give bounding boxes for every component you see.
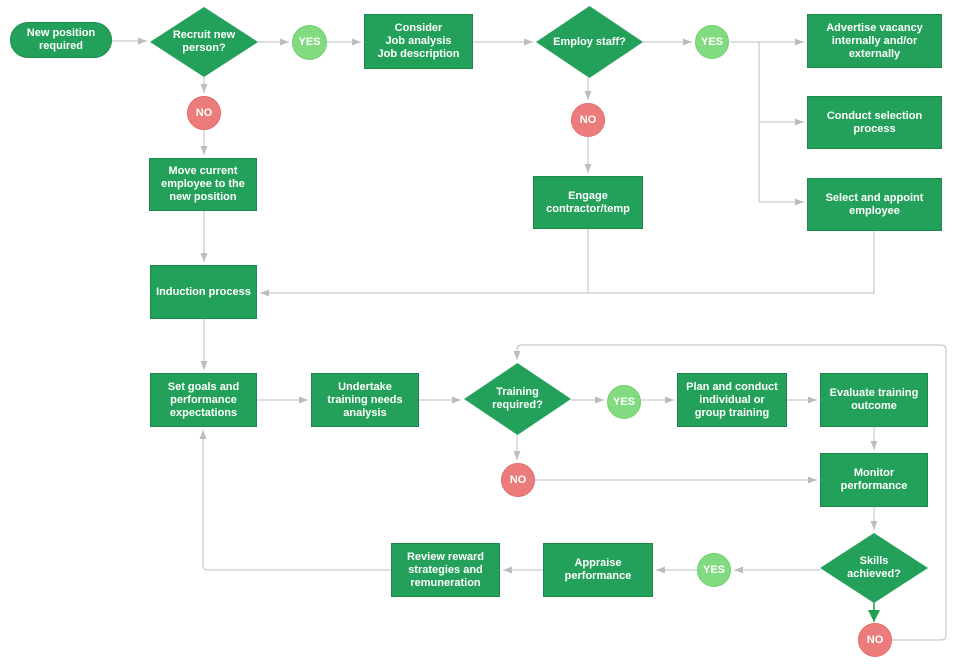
- node-label: Evaluate training outcome: [829, 387, 919, 412]
- node-label: Plan and conduct individual or group tra…: [686, 380, 778, 419]
- node-label: Appraise performance: [564, 557, 632, 582]
- move-current-employee-node: Move current employee to the new positio…: [149, 158, 257, 211]
- engage-contractor-temp-node: Engage contractor/temp: [533, 176, 643, 229]
- no-skills-node: NO: [858, 623, 892, 657]
- node-label: Review reward strategies and remuneratio…: [406, 550, 485, 589]
- yes-employ-node: YES: [695, 25, 729, 59]
- node-label: NO: [579, 113, 597, 126]
- induction-process-node: Induction process: [150, 265, 257, 319]
- no-training-node: NO: [501, 463, 535, 497]
- node-label: Conduct selection process: [826, 109, 923, 135]
- connector-review-to-setgoals: [199, 430, 391, 571]
- node-label: NO: [509, 473, 527, 486]
- evaluate-training-outcome-node: Evaluate training outcome: [820, 373, 928, 427]
- monitor-performance-node: Monitor performance: [820, 453, 928, 507]
- node-label: Select and appoint employee: [825, 191, 924, 217]
- node-label: Consider Job analysis Job description: [377, 22, 460, 60]
- set-goals-expectations-node: Set goals and performance expectations: [150, 373, 257, 427]
- appraise-performance-node: Appraise performance: [543, 543, 653, 597]
- node-label: Undertake training needs analysis: [327, 380, 403, 419]
- undertake-training-needs-analysis-node: Undertake training needs analysis: [311, 373, 419, 427]
- node-label: YES: [612, 395, 635, 408]
- node-label: Employ staff?: [553, 35, 626, 48]
- node-label: New position required: [26, 27, 96, 52]
- advertise-vacancy-node: Advertise vacancy internally and/or exte…: [807, 14, 942, 68]
- connector-select-to-induction: [260, 231, 875, 297]
- node-label: NO: [866, 633, 884, 646]
- node-label: Move current employee to the new positio…: [161, 165, 245, 203]
- select-and-appoint-employee-node: Select and appoint employee: [807, 178, 942, 231]
- node-label: Set goals and performance expectations: [167, 380, 240, 419]
- yes-skills-node: YES: [697, 553, 731, 587]
- node-label: Skills achieved?: [847, 555, 901, 580]
- node-label: Recruit new person?: [172, 29, 236, 54]
- new-position-required-node: New position required: [10, 22, 112, 58]
- node-label: Advertise vacancy internally and/or exte…: [826, 21, 923, 60]
- yes-training-node: YES: [607, 385, 641, 419]
- node-label: YES: [700, 35, 723, 48]
- node-label: YES: [298, 36, 321, 48]
- conduct-selection-process-node: Conduct selection process: [807, 96, 942, 149]
- node-label: Induction process: [156, 285, 251, 298]
- node-label: Training required?: [492, 386, 543, 411]
- node-label: Monitor performance: [840, 467, 908, 492]
- node-label: NO: [195, 106, 213, 119]
- review-reward-strategies-node: Review reward strategies and remuneratio…: [391, 543, 500, 597]
- yes-recruit-node: YES: [292, 25, 327, 60]
- no-employ-node: NO: [571, 103, 605, 137]
- node-label: Engage contractor/temp: [546, 189, 630, 215]
- consider-job-analysis-node: Consider Job analysis Job description: [364, 14, 473, 69]
- connector-skills-no-loop: [513, 344, 947, 641]
- no-recruit-node: NO: [187, 96, 221, 130]
- node-label: YES: [702, 563, 725, 576]
- plan-and-conduct-training-node: Plan and conduct individual or group tra…: [677, 373, 787, 427]
